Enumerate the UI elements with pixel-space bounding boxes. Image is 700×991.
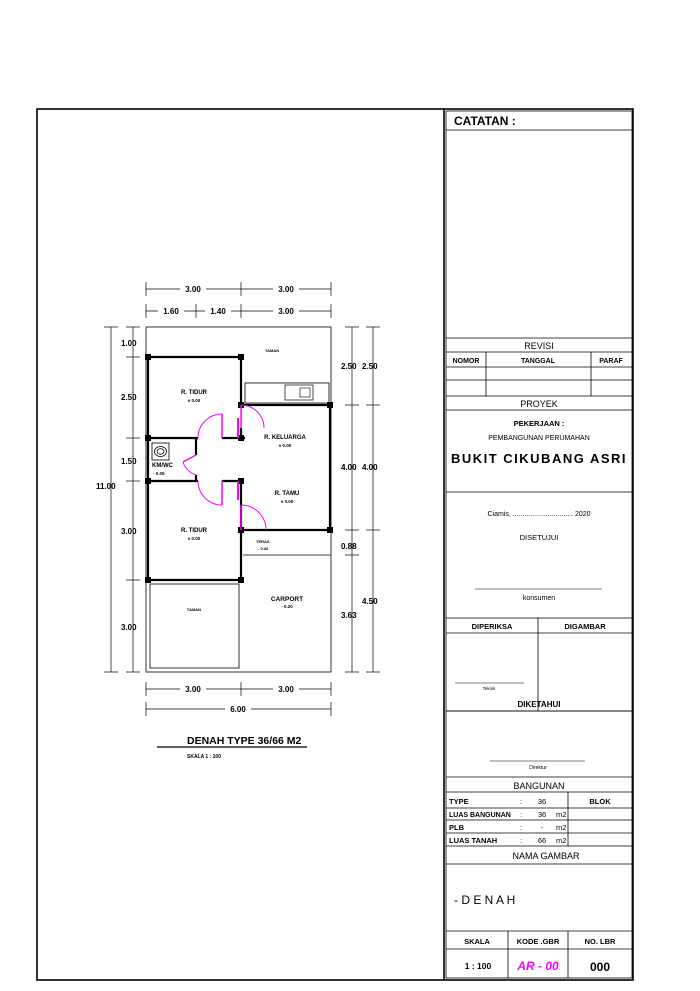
dim-left-1: 1.00: [121, 339, 137, 348]
dim-right-a4: 3.63: [341, 611, 357, 620]
row-luas-tanah-sep: :: [520, 836, 522, 845]
kode-gbr-label: KODE .GBR: [517, 937, 560, 946]
proyek-label: PROYEK: [520, 399, 558, 409]
dim-right-b3: 4.50: [362, 597, 378, 606]
row-plb-sep: :: [520, 823, 522, 832]
row-luas-bangunan-label: LUAS BANGUNAN: [449, 812, 511, 819]
room-r-tamu-level: ± 0.00: [281, 499, 294, 504]
dim-left-4: 3.00: [121, 527, 137, 536]
dim-bottom-1: 3.00: [185, 685, 201, 694]
room-r-tidur-1-level: ± 0.00: [188, 398, 201, 403]
dim-top-1: 3.00: [185, 285, 201, 294]
room-r-keluarga-level: ± 0.00: [279, 443, 292, 448]
dim-right-b1: 2.50: [362, 362, 378, 371]
room-taman-top: TAMAN: [265, 348, 279, 353]
doors: [182, 404, 267, 531]
row-luas-bangunan-unit: m2: [556, 810, 566, 819]
revisi-col-nomor: NOMOR: [453, 358, 480, 365]
dim-right-a2: 4.00: [341, 463, 357, 472]
row-luas-bangunan-value: 36: [538, 810, 546, 819]
dim-top-row2-2: 1.40: [210, 307, 226, 316]
dim-right-a1: 2.50: [341, 362, 357, 371]
row-plb-unit: m2: [556, 823, 566, 832]
place-date: Ciamis, ............................... …: [487, 511, 590, 518]
skala-value: 1 : 100: [465, 961, 492, 971]
kitchen-sink: [284, 384, 314, 401]
nama-gambar-label: NAMA GAMBAR: [512, 851, 580, 861]
dim-top-row2-1: 1.60: [163, 307, 179, 316]
dim-right-a3: 0.88: [341, 542, 357, 551]
plan-scale: SKALA 1 : 100: [187, 754, 221, 760]
diperiksa-label: DIPERIKSA: [472, 622, 513, 631]
dim-right-b2: 4.00: [362, 463, 378, 472]
row-luas-bangunan-sep: :: [520, 810, 522, 819]
room-teras-level: - 0.30: [258, 546, 269, 551]
room-labels: TAMAN R. TIDUR ± 0.00 R. KELUARGA ± 0.00…: [152, 348, 306, 612]
dim-top-2: 3.00: [278, 285, 294, 294]
row-plb-label: PLB: [449, 823, 465, 832]
kitchen-counter: [244, 382, 330, 404]
room-kmwc-level: - 0.05: [153, 471, 165, 476]
dim-left-total: 11.00: [96, 482, 116, 491]
catatan-label: CATATAN :: [454, 114, 516, 128]
revisi-label: REVISI: [524, 341, 554, 351]
titleblock-lines: [445, 110, 633, 979]
disetujui-label: DISETUJUI: [520, 533, 559, 542]
dim-bottom-2: 3.00: [278, 685, 294, 694]
teknik-label: Teknik: [483, 686, 497, 691]
row-luas-tanah-value: 66: [538, 836, 546, 845]
row-type-value: 36: [538, 797, 546, 806]
plan-title: DENAH TYPE 36/66 M2: [187, 735, 302, 747]
walls: [146, 355, 332, 582]
room-carport: CARPORT: [271, 596, 303, 603]
row-luas-tanah-unit: m2: [556, 836, 566, 845]
digambar-label: DIGAMBAR: [564, 622, 606, 631]
bangunan-label: BANGUNAN: [513, 781, 564, 791]
row-luas-tanah-label: LUAS TANAH: [449, 836, 497, 845]
drawing-name: - D E N A H: [454, 893, 515, 907]
skala-label: SKALA: [464, 937, 490, 946]
kode-gbr-value: AR - 00: [516, 959, 559, 973]
konsumen-label: konsumen: [523, 595, 555, 602]
columns: [145, 354, 333, 583]
diketahui-label: DIKETAHUI: [518, 700, 561, 709]
revisi-col-paraf: PARAF: [599, 358, 623, 365]
dimension-lines: [104, 282, 380, 716]
dimension-labels: 3.00 3.00 1.60 1.40 3.00 1.00 2.50 1.50 …: [96, 284, 378, 714]
room-teras: TERAS: [256, 539, 270, 544]
dim-bottom-total: 6.00: [230, 705, 246, 714]
pekerjaan-label: PEKERJAAN :: [514, 419, 565, 428]
room-kmwc: KM/WC: [152, 463, 174, 469]
room-taman-bottom: TAMAN: [187, 607, 201, 612]
row-type-label: TYPE: [449, 797, 469, 806]
no-lbr-value: 000: [590, 960, 610, 974]
toilet-icon: [151, 442, 170, 461]
room-r-tidur-1: R. TIDUR: [181, 390, 208, 396]
dim-left-2: 2.50: [121, 393, 137, 402]
garden-block: [149, 583, 240, 669]
blok-label: BLOK: [589, 797, 611, 806]
room-r-tidur-2: R. TIDUR: [181, 528, 208, 534]
room-r-tamu: R. TAMU: [275, 491, 300, 497]
no-lbr-label: NO. LBR: [585, 937, 616, 946]
project-name: BUKIT CIKUBANG ASRI: [451, 451, 627, 466]
sheet-border: [36, 108, 634, 981]
room-r-tidur-2-level: ± 0.00: [188, 536, 201, 541]
titleblock-text: CATATAN : REVISI NOMOR TANGGAL PARAF PRO…: [449, 114, 627, 974]
dim-left-3: 1.50: [121, 457, 137, 466]
row-type-sep: :: [520, 797, 522, 806]
dim-top-row2-3: 3.00: [278, 307, 294, 316]
row-plb-value: -: [541, 823, 544, 832]
floor-plan: [104, 282, 380, 748]
dim-left-5: 3.00: [121, 623, 137, 632]
room-carport-level: - 0.20: [281, 604, 293, 609]
pembangunan-label: PEMBANGUNAN PERUMAHAN: [488, 435, 590, 442]
revisi-col-tanggal: TANGGAL: [521, 358, 556, 365]
room-r-keluarga: R. KELUARGA: [264, 435, 306, 441]
direktur-label: Direktur: [529, 765, 547, 771]
